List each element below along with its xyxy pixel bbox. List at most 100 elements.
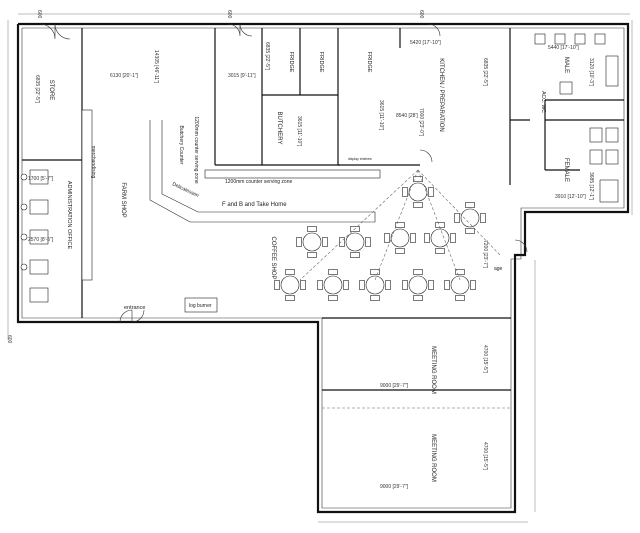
chair [285,269,295,275]
chair [343,280,349,290]
dim-7000: 7000 [23'-0"] [418,108,424,137]
chair [328,295,338,301]
chair [455,295,465,301]
dim-600-b: 600 [226,10,232,19]
chair [455,269,465,275]
chair [480,213,486,223]
toilet-fixtures [534,33,619,203]
dim-6835-fridge: 6835 [22'-5"] [264,42,270,71]
merchandising-label: merchandising [90,146,96,179]
dim-600-e: 600 [6,335,12,344]
dim-600-c: 600 [418,10,424,19]
outer-walls [16,22,630,514]
fridge-2-label: FRIDGE [318,52,324,73]
coffee-table [384,222,416,254]
chair [413,202,423,208]
chair [395,222,405,228]
dim-8540: 8540 [28'] [396,113,418,119]
chair [435,222,445,228]
coffee-table [454,202,486,234]
chair [470,280,476,290]
male-label: MALE [563,57,569,73]
entrance-label: entrance [124,305,145,311]
chair [450,233,456,243]
chair [444,280,450,290]
chair [402,187,408,197]
acc-wc-label: ACC. WC [540,91,546,113]
chair [410,233,416,243]
dim-7200: 7200 [23'-7"] [482,240,488,269]
dim-3615-a: 3615 [11'-10"] [296,116,302,147]
dim-6835-kitchen: 6835 [22'-5"] [482,58,488,87]
chair [285,295,295,301]
sight-line [299,169,419,281]
outer-dimension-lines [7,13,633,523]
dim-9000-a: 9000 [29'-7"] [380,383,409,389]
fridge-3-label: FRIDGE [366,52,372,73]
coffee-table [274,269,306,301]
dim-3615-b: 3615 [11'-10"] [378,100,384,131]
dim-5420: 5420 [17'-10"] [410,40,441,46]
counter-zone-a-label: 1200mm counter serving zone [193,116,199,183]
chair [359,280,365,290]
dim-600-a: 600 [36,10,42,19]
female-label: FEMALE [563,158,569,182]
office-label: ADMINISTRATION OFFICE [66,181,72,250]
age-label: age [494,266,503,272]
chair [424,233,430,243]
dim-5440: 5440 [17'-10"] [548,45,579,51]
dim-6130: 6130 [20'-1"] [110,73,139,79]
chair [300,280,306,290]
butchery-counter-label: Butchery Counter [178,126,184,165]
kitchen-label: KITCHEN / PREPARATION [438,58,444,131]
dim-14305: 14305 [46'-11"] [153,50,159,84]
log-burner-label: log burner [189,303,212,309]
store-label: STORE [48,80,54,101]
f-and-b-label: F and B and Take Home [222,202,287,208]
chair [317,280,323,290]
dim-4700-a: 4700 [15'-5"] [482,345,488,374]
coffee-table [424,222,456,254]
chair [350,252,360,258]
chair [402,280,408,290]
chair [384,233,390,243]
chair [370,295,380,301]
chair [413,269,423,275]
chair [322,237,328,247]
interior-walls [22,28,624,409]
chair [465,202,475,208]
chair [370,269,380,275]
chair [339,237,345,247]
meeting-room-1-label: MEETING ROOM [430,346,436,394]
dim-3120: 3120 [10'-3"] [588,58,594,87]
chair [428,280,434,290]
chair [307,226,317,232]
chair [385,280,391,290]
dim-9000-b: 9000 [29'-7"] [380,484,409,490]
dim-6835-store: 6835 [22'-5"] [34,75,40,104]
room-labels: STORE ADMINISTRATION OFFICE FARM SHOP BU… [48,52,569,482]
counters [81,109,381,313]
chair [395,248,405,254]
coffee-table [402,269,434,301]
counter-zone-b-label: 1200mm counter serving zone [225,179,292,185]
office-desks [20,169,49,303]
fridge-1-label: FRIDGE [288,52,294,73]
chair [435,248,445,254]
chair [328,269,338,275]
coffee-table [359,269,391,301]
chair [365,237,371,247]
dim-3685: 3685 [12'-1"] [588,172,594,201]
dim-600-d: 600 [638,170,640,179]
chair [274,280,280,290]
chair [454,213,460,223]
coffee-table [317,269,349,301]
dim-3910: 3910 [12'-10"] [555,194,586,200]
coffee-table [402,176,434,208]
chair [307,252,317,258]
chair [428,187,434,197]
coffee-shop-label: COFFEE SHOP [270,236,276,279]
chair [296,237,302,247]
coffee-table [444,269,476,301]
